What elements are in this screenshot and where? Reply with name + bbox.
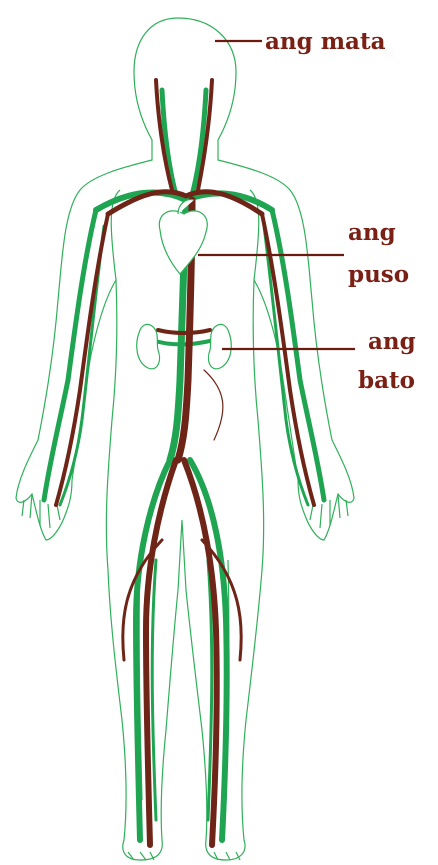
- artery-right-arm: [262, 214, 314, 505]
- label-heart-line1: ang: [348, 218, 396, 248]
- toes: [128, 852, 240, 860]
- label-kidney-line2: bato: [358, 366, 415, 396]
- artery-left-arm: [56, 214, 108, 505]
- label-eye: ang mata: [265, 27, 385, 57]
- vein-left-leg-2: [152, 560, 156, 820]
- left-kidney-shape: [137, 324, 160, 368]
- heart-shape: [159, 211, 207, 274]
- label-heart-line2: puso: [348, 260, 409, 290]
- vein-right-leg-2: [208, 560, 212, 820]
- right-kidney-shape: [208, 324, 231, 368]
- artery-iliac-thin: [204, 370, 223, 440]
- arteries: [56, 80, 314, 845]
- label-kidney-line1: ang: [368, 327, 416, 357]
